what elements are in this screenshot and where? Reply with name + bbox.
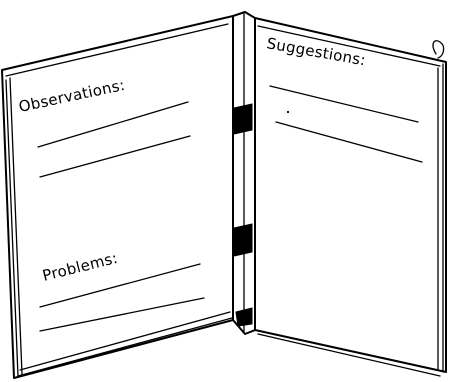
right-page — [254, 17, 447, 377]
binding-ring-bottom — [235, 307, 253, 327]
problems-lines — [39, 263, 205, 332]
observations-heading: Observations: — [17, 76, 126, 116]
observations-lines — [37, 101, 191, 178]
spine — [232, 11, 256, 335]
binding-ring-middle — [233, 223, 253, 257]
binding-ring-top — [233, 103, 253, 135]
left-page — [1, 15, 234, 379]
problems-heading: Problems: — [41, 249, 120, 285]
suggestions-lines — [269, 85, 423, 163]
